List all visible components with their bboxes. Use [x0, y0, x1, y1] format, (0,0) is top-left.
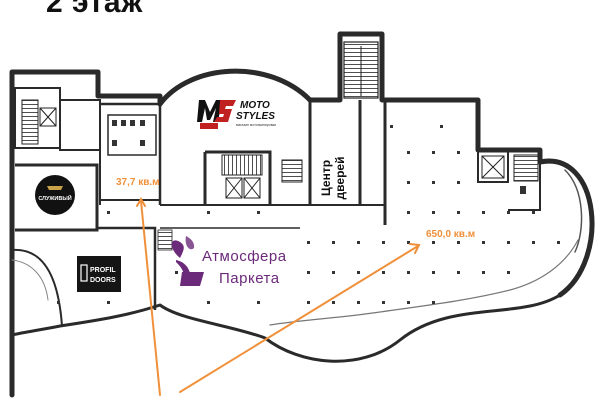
pointer-large-unit — [179, 245, 419, 393]
pointer-small-unit — [140, 200, 161, 396]
profil-doors-line1: PROFIL — [90, 267, 116, 274]
atmosfera-line2: Паркета — [219, 270, 280, 287]
doors-center-line1: Центр — [319, 160, 333, 196]
profil-doors-logo: PROFIL DOORS — [77, 256, 121, 292]
motostyles-line2: STYLES — [236, 111, 275, 122]
atmosfera-logo: Атмосфера Паркета — [171, 236, 287, 287]
restroom-fixtures — [112, 120, 526, 194]
building-outline — [9, 31, 595, 398]
doors-center-line2: дверей — [333, 157, 347, 200]
elevator-icon — [39, 107, 505, 199]
column-grid — [57, 125, 560, 304]
sluzhebny-logo: СЛУЖИВЫЙ — [35, 175, 75, 215]
atmosfera-line1: Атмосфера — [202, 248, 287, 265]
stairs-icon — [21, 41, 539, 251]
sluzhebny-text: СЛУЖИВЫЙ — [38, 194, 71, 202]
floor-title: 2 этаж — [46, 0, 143, 19]
profil-doors-line2: DOORS — [90, 277, 116, 284]
leaf-logo-icon — [171, 236, 204, 286]
motostyles-line1: MOTO — [240, 100, 270, 111]
arrow-head-small — [136, 196, 146, 207]
doors-center-label: Центр дверей — [319, 157, 347, 200]
pointer-lines — [136, 196, 421, 396]
interior-walls — [14, 87, 541, 310]
area-label-small: 37,7 кв.м — [116, 177, 160, 188]
motostyles-logo: MOTO STYLES магазин мотоэкипировки — [197, 100, 276, 129]
motostyles-subtitle: магазин мотоэкипировки — [236, 123, 276, 127]
area-label-large: 650,0 кв.м — [426, 229, 475, 240]
arrow-head-large — [409, 243, 421, 254]
